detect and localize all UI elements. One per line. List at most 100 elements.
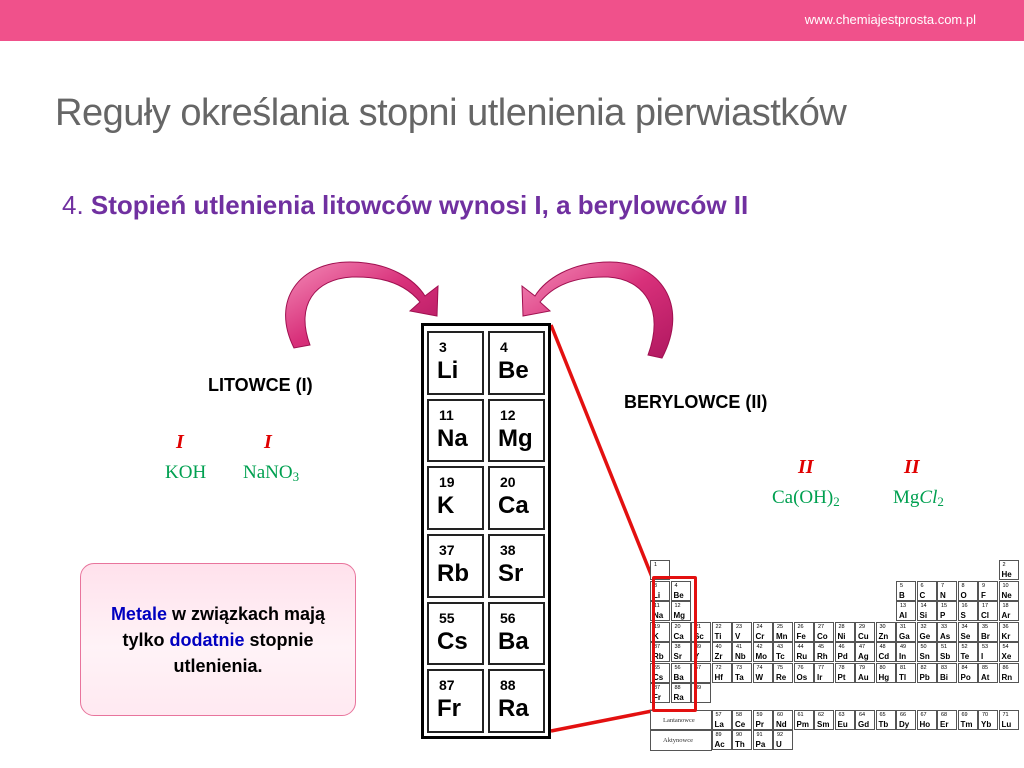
atomic-number: 55 — [654, 664, 661, 671]
atomic-number: 85 — [982, 664, 989, 671]
element-symbol: Pr — [755, 719, 764, 729]
info-text-1: w związkach mają tylko — [122, 603, 326, 650]
element-symbol: Pb — [919, 672, 930, 682]
element-symbol: Zn — [878, 631, 889, 641]
atomic-number: 34 — [961, 623, 968, 630]
litowce-ox-1: I — [176, 431, 184, 453]
atomic-number: 15 — [941, 603, 948, 609]
element-symbol: Ta — [735, 672, 744, 682]
element-symbol: V — [735, 631, 741, 641]
atomic-number: 25 — [777, 623, 784, 630]
berylowce-ox-1: II — [798, 456, 814, 478]
formula-koh-text: KOH — [165, 462, 207, 483]
element-symbol: Os — [796, 672, 808, 682]
element-symbol: Ho — [919, 719, 931, 729]
atomic-number: 86 — [1002, 664, 1009, 671]
atomic-number: 42 — [756, 644, 763, 650]
element-symbol: Tm — [960, 719, 973, 729]
atomic-number: 75 — [777, 664, 784, 671]
element-symbol: Ar — [1001, 611, 1011, 620]
element-symbol: Co — [817, 631, 828, 641]
atomic-number: 84 — [961, 664, 968, 671]
atomic-number: 61 — [797, 711, 804, 718]
pt-cell-1: 1 — [650, 560, 670, 580]
info-word-metale: Metale — [110, 603, 167, 624]
atomic-number: 10 — [1002, 582, 1009, 589]
atomic-number: 80 — [879, 664, 886, 671]
element-symbol: Cd — [878, 652, 890, 661]
element-symbol: Li — [653, 590, 661, 600]
atomic-number: 53 — [982, 644, 989, 650]
rule-number: 4. — [62, 190, 84, 220]
element-symbol: K — [437, 492, 455, 520]
atomic-number: 89 — [695, 685, 702, 691]
element-symbol: Pm — [796, 719, 809, 729]
element-symbol: Cs — [437, 627, 468, 655]
element-symbol: N — [940, 590, 946, 600]
atomic-number: 56 — [674, 664, 681, 671]
rule-heading: 4. Stopień utlenienia litowców wynosi I,… — [62, 190, 748, 221]
element-symbol: P — [940, 611, 946, 620]
atomic-number: 41 — [736, 644, 743, 650]
element-symbol: K — [653, 631, 659, 641]
atomic-number: 45 — [818, 644, 825, 650]
atomic-number: 38 — [500, 542, 516, 558]
element-symbol: Cr — [755, 631, 765, 641]
element-symbol: Sr — [498, 560, 524, 587]
atomic-number: 35 — [982, 623, 989, 630]
atomic-number: 62 — [818, 711, 825, 718]
atomic-number: 89 — [715, 732, 722, 738]
atomic-number: 54 — [1002, 644, 1009, 650]
atomic-number: 60 — [777, 711, 784, 718]
atomic-number: 32 — [920, 623, 927, 630]
element-symbol: Be — [673, 590, 684, 600]
site-url[interactable]: www.chemiajestprosta.com.pl — [804, 12, 976, 27]
element-symbol: Ra — [498, 695, 529, 723]
atomic-number: 37 — [654, 644, 661, 650]
element-symbol: Rb — [653, 652, 664, 661]
element-symbol: Tc — [776, 652, 785, 661]
element-symbol: Ge — [919, 631, 931, 641]
atomic-number: 73 — [736, 664, 743, 671]
element-symbol: Sm — [817, 719, 830, 729]
atomic-number: 27 — [818, 623, 825, 630]
atomic-number: 78 — [838, 664, 845, 671]
atomic-number: 26 — [797, 623, 804, 630]
atomic-number: 91 — [756, 732, 763, 738]
element-symbol: Fr — [437, 695, 461, 723]
atomic-number: 67 — [920, 711, 927, 718]
atomic-number: 46 — [838, 644, 845, 650]
info-word-dodatnie: dodatnie — [169, 629, 245, 650]
element-symbol: Au — [858, 672, 869, 682]
atomic-number: 56 — [500, 609, 516, 626]
atomic-number: 72 — [715, 664, 722, 671]
